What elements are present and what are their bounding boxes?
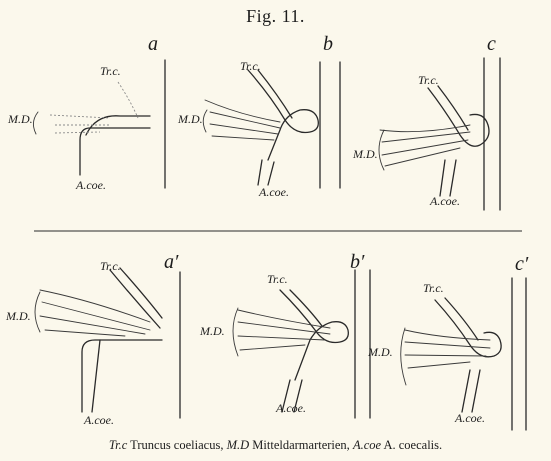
- acoe-label: A.coe.: [83, 413, 114, 427]
- panel-letter: b: [323, 33, 333, 55]
- acoe-label: A.coe.: [429, 194, 460, 208]
- panel-a-prime: a′ Tr.c. M.D. A.coe.: [5, 251, 180, 427]
- trc-label: Tr.c.: [100, 259, 121, 273]
- panel-letter: b′: [350, 251, 365, 273]
- panel-b: b Tr.c. M.D. A.coe.: [177, 33, 340, 199]
- md-bracket: [35, 292, 40, 332]
- panel-letter: a: [148, 33, 158, 55]
- md-bracket: [379, 130, 384, 170]
- vessel-wall-left: [80, 128, 150, 175]
- trc-artery-outer: [258, 70, 292, 118]
- panel-letter: c: [487, 33, 496, 55]
- caption-abbr-acoe: A.coe: [353, 438, 381, 452]
- acoe-label: A.coe.: [258, 185, 289, 199]
- panel-c: c Tr.c. M.D. A.coe.: [352, 33, 500, 210]
- md-branches: [238, 310, 330, 350]
- caption-text-acoe: A. coecalis.: [381, 438, 442, 452]
- md-branches: [205, 100, 280, 140]
- acoe-artery: [258, 160, 274, 185]
- trc-artery-outer: [290, 290, 322, 326]
- trc-faint-branch: [118, 82, 138, 118]
- trc-loop-artery: [428, 88, 489, 146]
- caption-text-trc: Truncus coeliacus,: [127, 438, 226, 452]
- trc-label: Tr.c.: [267, 272, 288, 286]
- caption-text-md: Mitteldarmarterien,: [249, 438, 353, 452]
- md-bracket: [401, 328, 406, 385]
- md-bracket: [233, 308, 238, 356]
- md-branches: [405, 330, 490, 368]
- md-label: M.D.: [5, 309, 31, 323]
- caption-abbr-trc: Tr.c: [109, 438, 127, 452]
- trc-artery: [110, 268, 162, 328]
- panel-letter: c′: [515, 253, 529, 275]
- acoe-label: A.coe.: [75, 178, 106, 192]
- trc-label: Tr.c.: [100, 64, 121, 78]
- trc-label: Tr.c.: [423, 281, 444, 295]
- md-label: M.D.: [199, 324, 225, 338]
- acoe-label: A.coe.: [275, 401, 306, 415]
- panel-c-prime: c′ Tr.c. M.D. A.coe.: [367, 253, 529, 430]
- md-label: M.D.: [352, 147, 378, 161]
- md-label: M.D.: [367, 345, 393, 359]
- acoe-artery: [462, 370, 480, 412]
- panel-letter: a′: [164, 251, 179, 273]
- vessel-wall-left: [82, 340, 162, 412]
- panel-a: a Tr.c. M.D. A.coe.: [7, 33, 165, 192]
- trc-loop-artery: [280, 290, 348, 380]
- trc-label: Tr.c.: [418, 73, 439, 87]
- caption-abbr-md: M.D: [227, 438, 250, 452]
- trc-label: Tr.c.: [240, 59, 261, 73]
- trc-loop-artery: [248, 70, 318, 160]
- acoe-artery: [92, 340, 100, 412]
- acoe-artery: [440, 160, 456, 196]
- md-label: M.D.: [7, 112, 33, 126]
- md-bracket: [203, 110, 207, 132]
- md-bracket: [33, 112, 38, 134]
- panel-b-prime: b′ Tr.c. M.D. A.coe.: [199, 251, 370, 418]
- md-faint-branches: [50, 115, 110, 133]
- trc-loop-artery: [435, 300, 501, 357]
- figure-caption: Tr.c Truncus coeliacus, M.D Mitteldarmar…: [0, 438, 551, 453]
- acoe-label: A.coe.: [454, 411, 485, 425]
- md-label: M.D.: [177, 112, 203, 126]
